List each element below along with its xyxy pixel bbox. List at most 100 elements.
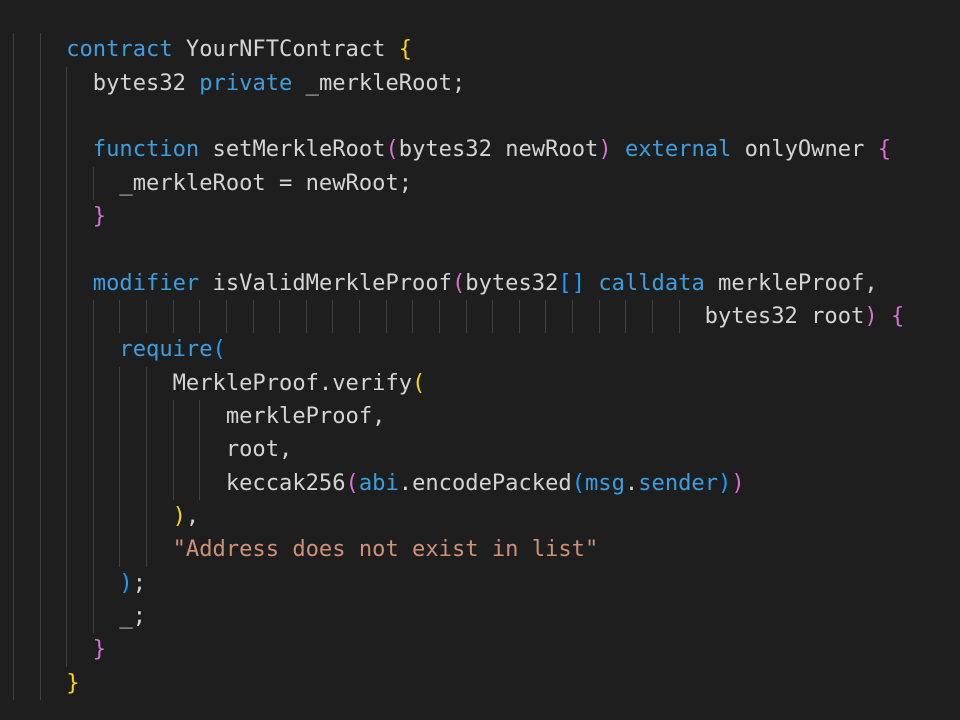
- code-line[interactable]: _merkleRoot = newRoot;: [0, 166, 960, 201]
- indent-guide: [13, 33, 14, 67]
- indent-guide: [172, 466, 174, 501]
- indent-guide: [39, 566, 41, 601]
- indent-guide: [13, 66, 14, 100]
- code-token: ;: [132, 569, 147, 596]
- code-token: {: [398, 36, 413, 63]
- indent-guide: [66, 566, 68, 601]
- indent-guide: [13, 433, 14, 467]
- code-line[interactable]: merkleProof,: [0, 400, 960, 434]
- code-line[interactable]: }: [0, 633, 960, 667]
- indent-guide: [119, 533, 121, 567]
- code-token: require: [13, 336, 213, 363]
- code-token: ): [13, 569, 133, 596]
- indent-guide: [146, 366, 148, 401]
- code-token: abi: [358, 469, 399, 496]
- code-line[interactable]: modifier isValidMerkleProof(bytes32[] ca…: [0, 266, 960, 301]
- indent-guide: [13, 466, 14, 501]
- code-token: }: [13, 636, 107, 663]
- indent-guide: [119, 466, 121, 501]
- code-line[interactable]: bytes32 root) {: [0, 300, 960, 334]
- indent-guide: [13, 300, 14, 334]
- indent-guide: [172, 433, 174, 467]
- indent-guide: [66, 433, 68, 467]
- code-line[interactable]: bytes32 private _merkleRoot;: [0, 66, 960, 100]
- code-line[interactable]: "Address does not exist in list": [0, 533, 960, 567]
- indent-guide: [39, 166, 41, 201]
- code-line[interactable]: root,: [0, 433, 960, 467]
- code-token: {: [877, 136, 891, 163]
- code-token: calldata: [598, 269, 705, 296]
- indent-guide: [13, 366, 14, 401]
- code-token: [585, 270, 598, 296]
- indent-guide: [66, 266, 68, 301]
- indent-guide: [92, 533, 94, 567]
- code-token: contract: [13, 36, 173, 63]
- code-token: private: [199, 69, 293, 96]
- indent-guide: [172, 400, 174, 434]
- code-line[interactable]: contract YourNFTContract {: [0, 33, 960, 67]
- code-line[interactable]: _;: [0, 600, 960, 634]
- indent-guide: [66, 300, 68, 334]
- indent-guide: [465, 300, 467, 334]
- indent-guide: [518, 300, 520, 334]
- code-line[interactable]: ),: [0, 500, 960, 534]
- indent-guide: [92, 300, 94, 334]
- code-token: sender: [638, 469, 719, 496]
- indent-guide: [92, 366, 94, 401]
- indent-guide: [598, 300, 600, 334]
- indent-guide: [39, 33, 41, 67]
- code-token: bytes32 root: [13, 303, 865, 330]
- indent-guide: [66, 99, 68, 134]
- indent-guide: [92, 333, 94, 367]
- code-line[interactable]: require(: [0, 333, 960, 367]
- indent-guide: [305, 300, 307, 334]
- code-token: bytes32: [13, 69, 200, 96]
- indent-guide: [146, 500, 148, 534]
- indent-guide: [92, 600, 94, 634]
- indent-guide: [66, 400, 68, 434]
- code-line[interactable]: [0, 233, 960, 267]
- indent-guide: [119, 400, 121, 434]
- indent-guide: [39, 200, 41, 234]
- indent-guide: [119, 300, 121, 334]
- code-token: msg: [585, 469, 625, 496]
- code-token: merkleProof,: [13, 403, 386, 430]
- indent-guide: [199, 300, 201, 334]
- code-token: ): [731, 469, 745, 496]
- indent-guide: [13, 99, 14, 134]
- code-token: }: [13, 203, 107, 230]
- code-line[interactable]: );: [0, 566, 960, 601]
- code-line[interactable]: [0, 99, 960, 134]
- indent-guide: [13, 500, 14, 534]
- indent-guide: [39, 300, 41, 334]
- indent-guide: [39, 400, 41, 434]
- indent-guide: [39, 433, 41, 467]
- code-line[interactable]: function setMerkleRoot(bytes32 newRoot) …: [0, 133, 960, 167]
- indent-guide: [225, 300, 227, 334]
- code-line[interactable]: keccak256(abi.encodePacked(msg.sender)): [0, 466, 960, 501]
- indent-guide: [66, 233, 68, 267]
- indent-guide: [385, 300, 387, 334]
- indent-guide: [545, 300, 547, 334]
- code-line[interactable]: }: [0, 200, 960, 234]
- indent-guide: [39, 99, 41, 134]
- code-token: ): [13, 503, 186, 530]
- code-token: .: [624, 469, 639, 496]
- indent-guide: [92, 400, 94, 434]
- indent-guide: [678, 300, 680, 334]
- indent-guide: [146, 433, 148, 467]
- code-token: root,: [13, 436, 293, 463]
- code-line[interactable]: MerkleProof.verify(: [0, 366, 960, 401]
- code-editor[interactable]: contract YourNFTContract { bytes32 priva…: [0, 33, 960, 701]
- indent-guide: [66, 166, 68, 201]
- code-token: (: [571, 469, 585, 496]
- indent-guide: [39, 633, 41, 667]
- indent-guide: [146, 533, 148, 567]
- code-line[interactable]: }: [0, 666, 960, 701]
- indent-guide: [119, 433, 121, 467]
- indent-guide: [651, 300, 653, 334]
- indent-guide: [13, 533, 14, 567]
- indent-guide: [13, 266, 14, 301]
- code-token: (: [385, 136, 399, 163]
- indent-guide: [39, 133, 41, 167]
